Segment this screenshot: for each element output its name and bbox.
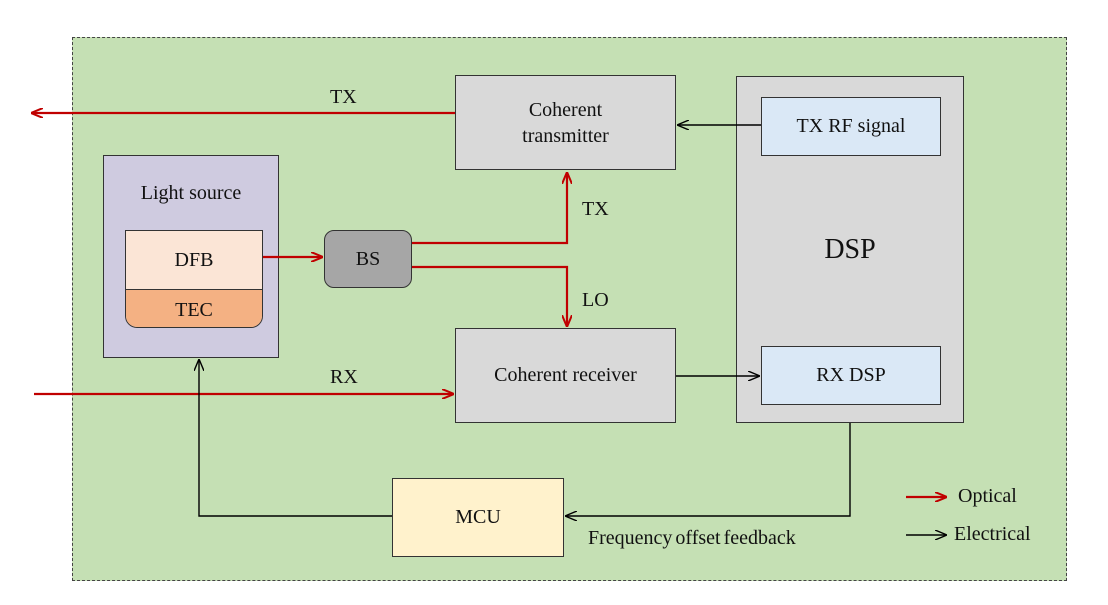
light-source-label: Light source bbox=[140, 182, 242, 204]
legend-optical-label: Optical bbox=[958, 485, 1017, 507]
tec-block: TEC bbox=[126, 290, 262, 327]
rx-dsp-block: RX DSP bbox=[761, 346, 941, 405]
frequency-offset-feedback-label: Frequency offset feedback bbox=[588, 527, 796, 549]
legend-electrical-label: Electrical bbox=[954, 523, 1031, 545]
tx-rf-signal-label: TX RF signal bbox=[796, 115, 906, 137]
coherent-transmitter-block: Coherent transmitter bbox=[455, 75, 676, 170]
rx-input-label: RX bbox=[330, 366, 358, 388]
dfb-block: DFB bbox=[126, 231, 262, 290]
tx-rf-signal-block: TX RF signal bbox=[761, 97, 941, 156]
mcu-block: MCU bbox=[392, 478, 564, 557]
laser-module: DFB TEC bbox=[125, 230, 263, 328]
beam-splitter-block: BS bbox=[324, 230, 412, 288]
lo-label: LO bbox=[582, 289, 609, 311]
mcu-label: MCU bbox=[455, 506, 501, 528]
dfb-label: DFB bbox=[174, 248, 214, 271]
tx-output-label: TX bbox=[330, 86, 357, 108]
coherent-receiver-label: Coherent receiver bbox=[494, 364, 637, 386]
coherent-receiver-block: Coherent receiver bbox=[455, 328, 676, 423]
rx-dsp-label: RX DSP bbox=[816, 364, 886, 386]
dsp-label: DSP bbox=[824, 233, 876, 265]
coherent-transmitter-label: Coherent transmitter bbox=[522, 98, 609, 147]
tec-label: TEC bbox=[175, 298, 213, 321]
tx-up-label: TX bbox=[582, 198, 609, 220]
bs-label: BS bbox=[355, 247, 381, 270]
